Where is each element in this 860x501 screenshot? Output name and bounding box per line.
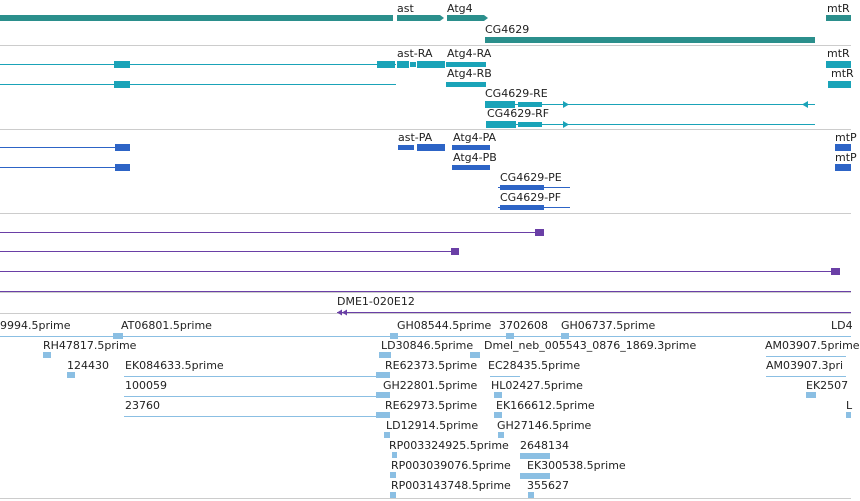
est-label[interactable]: AM03907.3pri [766,359,844,372]
est-block[interactable] [113,333,123,339]
transcript-cg4629-rf[interactable] [486,121,516,128]
protein-atg4-pa[interactable] [452,145,490,150]
track-dividers [0,45,851,499]
est-label[interactable]: RP003324925.5prime [389,439,509,452]
clone-dme1-020e12[interactable] [337,309,347,316]
est-label[interactable]: RP003039076.5prime [391,459,511,472]
protein-track [0,144,851,210]
est-label[interactable]: LD12914.5prime [386,419,479,432]
est-label[interactable]: 124430 [67,359,109,372]
est-label[interactable]: LD4 [831,319,853,332]
protein-exon[interactable] [115,144,130,151]
est-label[interactable]: GH22801.5prime [383,379,478,392]
est-label[interactable]: RP003143748.5prime [391,479,511,492]
est-label[interactable]: RE62973.5prime [385,399,478,412]
protein-cg4629-pe[interactable] [500,185,544,190]
est-124430[interactable] [67,372,75,378]
est-label[interactable]: RE62373.5prime [385,359,478,372]
transcript-label-mtr[interactable]: mtR [827,47,850,60]
transcript-atg4-ra[interactable] [446,62,486,67]
protein-mtp[interactable] [835,164,851,171]
transcript-label-atg4-ra[interactable]: Atg4-RA [447,47,492,60]
est-label[interactable]: AT06801.5prime [121,319,212,332]
protein-exon[interactable] [115,164,130,171]
alignment-block[interactable] [535,229,544,236]
est-label[interactable]: LD30846.5prime [381,339,474,352]
transcript-exon[interactable] [377,61,395,68]
est-label[interactable]: EK300538.5prime [527,459,626,472]
clone-label[interactable]: DME1-020E12 [337,295,415,308]
transcript-mtr[interactable] [828,81,851,88]
est-rh47817[interactable] [43,352,51,358]
alignment-block[interactable] [451,248,459,255]
gene-ast[interactable] [397,15,444,21]
transcript-label-atg4-rb[interactable]: Atg4-RB [447,67,492,80]
est-label[interactable]: GH08544.5prime [397,319,492,332]
est-label[interactable]: 100059 [125,379,167,392]
protein-ast-pa[interactable] [398,145,414,150]
gene-label-mtr[interactable]: mtR [827,2,850,15]
alignment-track [0,229,851,292]
transcript-mtr[interactable] [826,61,851,68]
protein-label-mtp[interactable]: mtP [835,131,857,144]
est-label[interactable]: AM03907.5prime [765,339,860,352]
gene-label-cg4629[interactable]: CG4629 [485,23,530,36]
protein-atg4-pb[interactable] [452,165,490,170]
gene-cg4629[interactable] [485,37,815,43]
transcript-label-ast-ra[interactable]: ast-RA [397,47,433,60]
est-label[interactable]: 2648134 [520,439,569,452]
transcript-label-cg4629-rf[interactable]: CG4629-RF [487,107,550,120]
protein-label-cg4629-pe[interactable]: CG4629-PE [500,171,562,184]
est-label[interactable]: 23760 [125,399,160,412]
est-label[interactable]: Dmel_neb_005543_0876_1869.3prime [484,339,697,352]
gene-label-atg4[interactable]: Atg4 [447,2,473,15]
protein-label-atg4-pb[interactable]: Atg4-PB [453,151,497,164]
protein-cg4629-pf[interactable] [500,205,544,210]
transcript-cg4629-re[interactable] [485,101,515,108]
transcript-ast-ra[interactable] [397,61,409,68]
transcript-atg4-rb[interactable] [446,82,486,87]
gene-feature[interactable] [0,15,393,21]
est-label[interactable]: EK084633.5prime [125,359,224,372]
est-track [0,333,851,498]
est-label[interactable]: EK2507 [806,379,849,392]
est-label[interactable]: 3702608 [499,319,548,332]
protein-label-mtp-2[interactable]: mtP [835,151,857,164]
alignment-block[interactable] [831,268,840,275]
gene-label-ast[interactable]: ast [397,2,414,15]
est-label[interactable]: GH06737.5prime [561,319,656,332]
transcript-label-mtr-2[interactable]: mtR [831,67,854,80]
protein-label-ast-pa[interactable]: ast-PA [398,131,433,144]
protein-label-cg4629-pf[interactable]: CG4629-PF [500,191,562,204]
est-label[interactable]: L [846,399,853,412]
est-label[interactable]: EK166612.5prime [496,399,595,412]
transcript-track [0,61,851,128]
est-label[interactable]: 9994.5prime [0,319,71,332]
transcript-label-cg4629-re[interactable]: CG4629-RE [485,87,548,100]
gene-atg4[interactable] [447,15,488,21]
protein-mtp[interactable] [835,144,851,151]
est-label[interactable]: RH47817.5prime [43,339,137,352]
transcript-exon[interactable] [114,81,130,88]
est-label[interactable]: 355627 [527,479,569,492]
clone-track [337,309,851,316]
est-label[interactable]: GH27146.5prime [497,419,592,432]
est-label[interactable]: HL02427.5prime [491,379,583,392]
transcript-exon[interactable] [114,61,130,68]
protein-label-atg4-pa[interactable]: Atg4-PA [453,131,497,144]
gene-track [0,15,851,43]
gene-mtr[interactable] [826,15,851,21]
est-label[interactable]: EC28435.5prime [488,359,581,372]
